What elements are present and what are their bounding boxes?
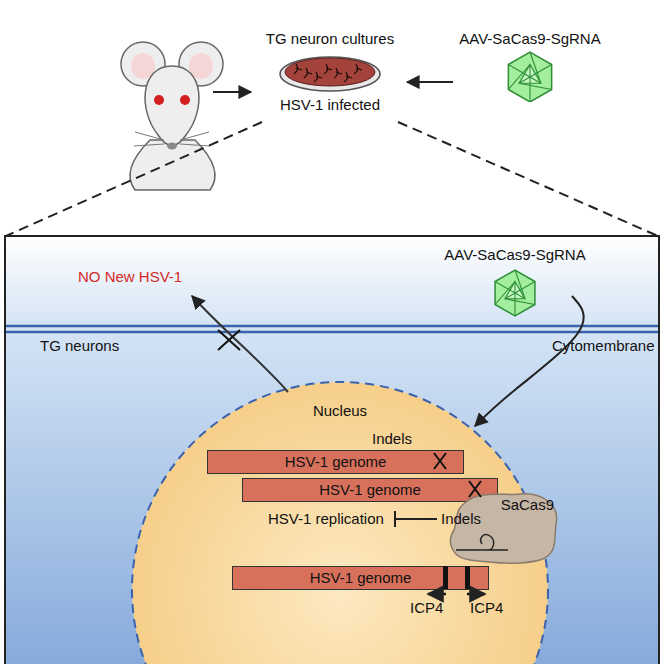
- arrow: [213, 91, 251, 93]
- cytomembrane: [5, 325, 659, 328]
- genome-label: HSV-1 genome: [251, 481, 489, 499]
- icp4-site: [465, 566, 470, 589]
- connector-arrow: [407, 81, 453, 83]
- mouse-drawing: [121, 42, 223, 190]
- node-label: Nucleus: [130, 402, 550, 420]
- node-label: AAV-SaCas9-SgRNA: [440, 246, 590, 264]
- region-label: Indels: [372, 430, 412, 448]
- aav-capsid: [508, 52, 551, 102]
- node-label: HSV-1 infected: [255, 96, 405, 114]
- culture-dish: TG neuron culturesHSV-1 infected: [255, 30, 405, 114]
- genome-bar: HSV-1 genome: [242, 478, 498, 502]
- aav-particle: AAV-SaCas9-SgRNA: [440, 246, 590, 318]
- extracellular-region: [5, 236, 659, 328]
- region-label: Indels: [441, 510, 481, 528]
- icp4-site: [443, 566, 448, 589]
- dish-drawing: [255, 48, 405, 96]
- genome-label: HSV-1 genome: [241, 569, 480, 587]
- node-label: SaCas9: [501, 496, 554, 514]
- gene-label: ICP4: [410, 599, 443, 617]
- strand-arrow: [428, 593, 446, 596]
- genome-bar: HSV-1 genome: [207, 450, 464, 474]
- gene-label: ICP4: [470, 599, 503, 617]
- indel-cross: [434, 453, 446, 469]
- outcome-label: NO New HSV-1: [78, 268, 182, 286]
- connector-arrow: [475, 296, 584, 426]
- strand-arrow: [467, 593, 485, 596]
- genome-label: HSV-1 genome: [216, 453, 455, 471]
- aav-capsid: [495, 270, 535, 316]
- sacas9-complex: SaCas9: [448, 492, 560, 564]
- region-label: HSV-1 replication: [268, 510, 384, 528]
- indel-cross: [469, 481, 481, 497]
- zoom-line: [6, 122, 262, 236]
- capsid-drawing: [440, 264, 590, 318]
- zoom-line: [398, 122, 658, 236]
- block-cross: [218, 330, 240, 350]
- cytomembrane: [5, 331, 659, 334]
- region-label: TG neurons: [40, 337, 119, 355]
- genome-bar: HSV-1 genome: [232, 566, 489, 590]
- node-label: AAV-SaCas9-SgRNA: [455, 30, 605, 48]
- aav-particle: AAV-SaCas9-SgRNA: [455, 30, 605, 102]
- exit-arrow: [192, 296, 288, 392]
- region-label: Cytomembrane: [552, 337, 655, 355]
- inhibit-symbol: [395, 511, 437, 527]
- node-label: TG neuron cultures: [255, 30, 405, 48]
- capsid-drawing: [455, 48, 605, 102]
